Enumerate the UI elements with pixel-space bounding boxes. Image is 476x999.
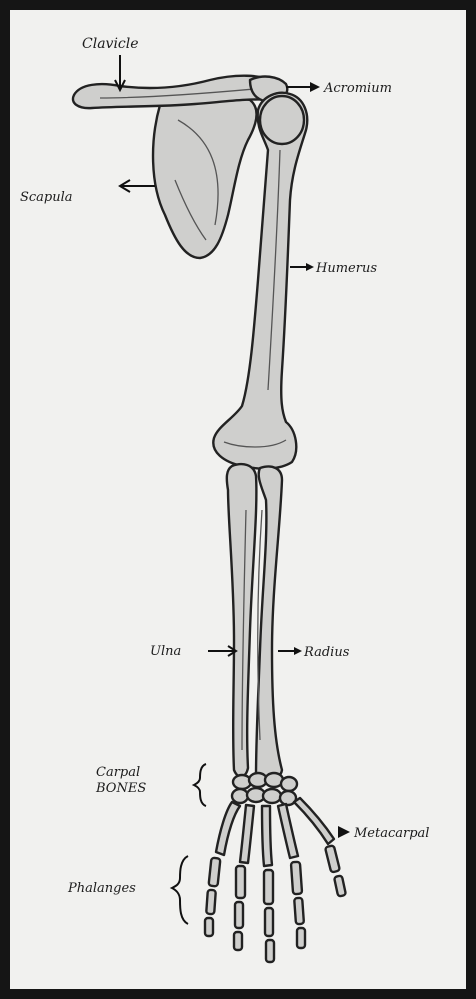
label-clavicle: Clavicle: [82, 36, 139, 52]
arm-skeleton-diagram: Clavicle Acromium Scapula Humerus Ulna R…: [10, 10, 466, 989]
humerus-head: [260, 96, 304, 144]
carpal-brace: [194, 764, 206, 806]
label-radius: Radius: [303, 645, 350, 660]
phalanges-brace: [172, 856, 188, 924]
label-carpal-bones: BONES: [95, 781, 146, 796]
label-carpal: Carpal: [96, 765, 140, 780]
label-phalanges: Phalanges: [67, 881, 136, 896]
metacarpal-pointer: [338, 826, 350, 838]
label-acromium: Acromium: [323, 81, 392, 96]
label-metacarpal: Metacarpal: [353, 826, 429, 841]
phalanx-bones: [205, 845, 346, 962]
carpal-bones: [232, 773, 297, 805]
diagram-canvas: Clavicle Acromium Scapula Humerus Ulna R…: [10, 10, 466, 989]
label-ulna: Ulna: [150, 644, 181, 659]
metacarpal-bones: [216, 798, 334, 866]
label-scapula: Scapula: [20, 190, 73, 205]
scapula-bone: [153, 97, 257, 258]
label-humerus: Humerus: [315, 261, 377, 276]
